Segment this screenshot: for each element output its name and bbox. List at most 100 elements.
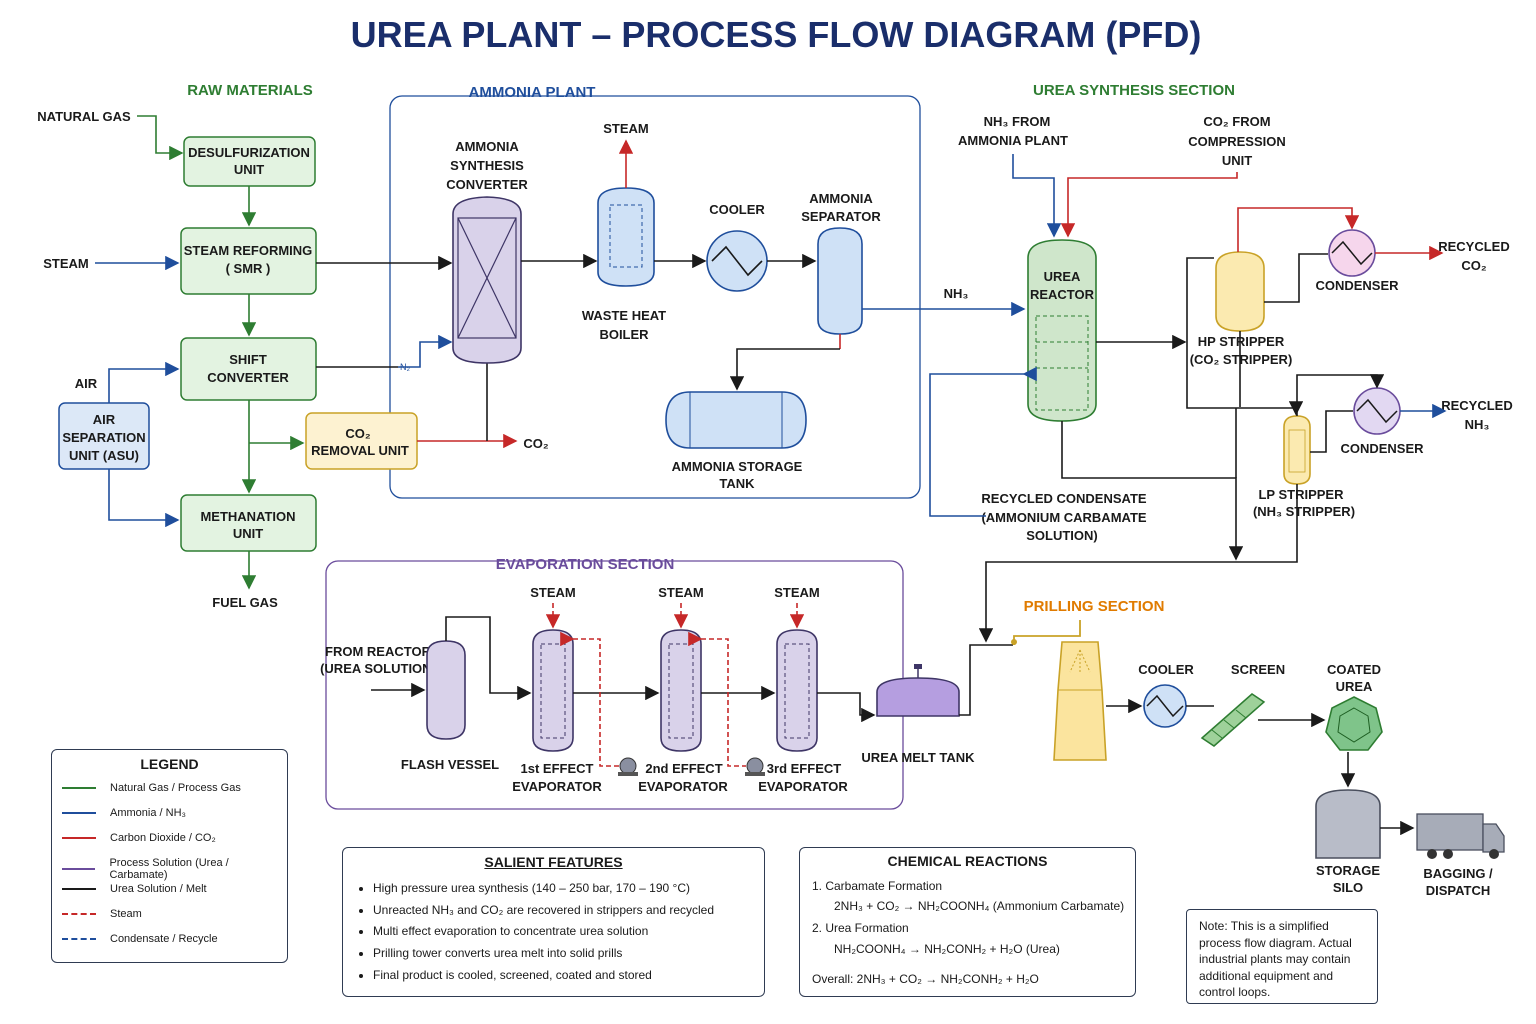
air-separation-unit[interactable]: AIR SEPARATION UNIT (ASU) (58, 402, 150, 470)
legend-swatch (62, 888, 96, 890)
recycled-co2-line1: RECYCLED (1438, 239, 1510, 254)
desulfurization-unit[interactable]: DESULFURIZATION UNIT (183, 136, 316, 187)
silo-line2: SILO (1333, 880, 1363, 895)
evap1-line2: EVAPORATOR (512, 779, 602, 794)
coated-line2: UREA (1336, 679, 1373, 694)
reactions-title: CHEMICAL REACTIONS (887, 853, 1048, 869)
legend-label: Process Solution (Urea / Carbamate) (109, 857, 229, 881)
shift-converter[interactable]: SHIFT CONVERTER (180, 337, 317, 401)
condensate-pump-2[interactable] (745, 757, 765, 776)
co2-removal-line1: CO₂ (345, 426, 371, 441)
synthesis-flows (929, 154, 1447, 643)
prill-cooler[interactable] (1143, 684, 1187, 728)
reactor-line1: UREA (1044, 269, 1081, 284)
hp-stripper-line2: (CO₂ STRIPPER) (1190, 352, 1293, 367)
legend-label: Carbon Dioxide / CO₂ (110, 832, 216, 844)
flash-vessel[interactable] (426, 640, 466, 740)
chemical-reactions-panel: CHEMICAL REACTIONS 1. Carbamate Formatio… (799, 847, 1136, 997)
prill-cooler-label: COOLER (1138, 662, 1194, 677)
evap-steam-2: STEAM (658, 585, 704, 600)
feature-item: Unreacted NH₃ and CO₂ are recovered in s… (373, 900, 764, 922)
natural-gas-label: NATURAL GAS (37, 109, 131, 124)
hp-stripper-line1: HP STRIPPER (1198, 334, 1285, 349)
steam-reforming-unit[interactable]: STEAM REFORMING ( SMR ) (180, 227, 317, 295)
ammonia-synthesis-converter[interactable] (452, 196, 522, 364)
converter-line3: CONVERTER (446, 177, 528, 192)
air-label: AIR (75, 376, 98, 391)
hp-stripper[interactable] (1215, 251, 1265, 332)
whb-line1: WASTE HEAT (582, 308, 666, 323)
truck-icon (1416, 813, 1505, 859)
co2-from-line1: CO₂ FROM (1203, 114, 1270, 129)
nh3-from-line2: AMMONIA PLANT (958, 133, 1068, 148)
feature-item: High pressure urea synthesis (140 – 250 … (373, 878, 764, 900)
bagging-line1: BAGGING / (1423, 866, 1493, 881)
waste-heat-boiler[interactable] (597, 187, 655, 287)
urea-melt-tank-label: UREA MELT TANK (861, 750, 975, 765)
evaporator-1[interactable] (532, 629, 574, 752)
from-reactor-line1: FROM REACTOR (325, 644, 432, 659)
co2-out-label: CO₂ (523, 436, 549, 451)
smr-line1: STEAM REFORMING (184, 243, 313, 258)
note-panel: Note: This is a simplified process flow … (1186, 909, 1378, 1004)
legend-item-co2: Carbon Dioxide / CO₂ (62, 832, 216, 844)
desulfurization-line1: DESULFURIZATION (188, 145, 310, 160)
section-evaporation: EVAPORATION SECTION (496, 556, 675, 573)
legend-item-natural-gas: Natural Gas / Process Gas (62, 782, 241, 794)
legend-item-urea-solution: Urea Solution / Melt (62, 883, 207, 895)
ammonia-storage-tank[interactable] (665, 391, 807, 449)
condenser-nh3[interactable] (1353, 387, 1401, 435)
recycled-condensate-line3: SOLUTION) (1026, 528, 1098, 543)
evap3-line1: 3rd EFFECT (767, 761, 841, 776)
condenser1-label: CONDENSER (1315, 278, 1399, 293)
feature-item: Prilling tower converts urea melt into s… (373, 943, 764, 965)
reaction-1-title: 1. Carbamate Formation (812, 879, 943, 893)
prilling-tower[interactable] (1011, 620, 1107, 761)
features-title: SALIENT FEATURES (484, 854, 623, 870)
asu-line2: SEPARATION (62, 430, 145, 445)
condenser-co2[interactable] (1328, 229, 1376, 277)
converter-line1: AMMONIA (455, 139, 519, 154)
co2-from-line3: UNIT (1222, 153, 1252, 168)
section-raw-materials: RAW MATERIALS (187, 82, 313, 99)
lp-stripper[interactable] (1283, 415, 1311, 485)
asu-line1: AIR (93, 412, 116, 427)
lp-stripper-line2: (NH₃ STRIPPER) (1253, 504, 1355, 519)
ammonia-cooler[interactable] (706, 230, 768, 292)
urea-reactor[interactable] (1027, 239, 1097, 422)
legend-item-condensate: Condensate / Recycle (62, 933, 218, 945)
asu-line3: UNIT (ASU) (69, 448, 139, 463)
note-text: Note: This is a simplified process flow … (1199, 919, 1352, 999)
ammonia-plant-frame (389, 95, 921, 499)
co2-removal-unit[interactable]: CO₂ REMOVAL UNIT (305, 412, 418, 470)
reaction-1-equation: 2NH₃ + CO₂ → NH₂COONH₄ (Ammonium Carbama… (834, 899, 1125, 913)
section-urea-synthesis: UREA SYNTHESIS SECTION (1033, 82, 1235, 99)
legend-swatch (62, 837, 96, 839)
evap2-line1: 2nd EFFECT (645, 761, 722, 776)
legend-item-ammonia: Ammonia / NH₃ (62, 807, 186, 819)
evaporator-2[interactable] (660, 629, 702, 752)
methanation-unit[interactable]: METHANATION UNIT (180, 494, 317, 552)
coater-drum[interactable] (1325, 696, 1383, 751)
urea-melt-tank[interactable] (876, 664, 960, 717)
legend-swatch (62, 787, 96, 789)
screen[interactable] (1200, 693, 1266, 747)
smr-line2: ( SMR ) (226, 261, 271, 276)
methanation-line2: UNIT (233, 526, 263, 541)
legend-item-process-solution: Process Solution (Urea / Carbamate) (62, 857, 287, 881)
evap-steam-3: STEAM (774, 585, 820, 600)
storage-silo[interactable] (1315, 789, 1381, 859)
storage-line1: AMMONIA STORAGE (672, 459, 803, 474)
legend-label: Urea Solution / Melt (110, 883, 207, 895)
co2-from-line2: COMPRESSION (1188, 134, 1286, 149)
ammonia-separator[interactable] (817, 227, 863, 335)
shift-line1: SHIFT (229, 352, 267, 367)
condensate-pump-1[interactable] (618, 757, 638, 776)
evaporator-3[interactable] (776, 629, 818, 752)
evap2-line2: EVAPORATOR (638, 779, 728, 794)
methanation-line1: METHANATION (200, 509, 295, 524)
legend-swatch (62, 868, 96, 870)
bagging-line2: DISPATCH (1426, 883, 1491, 898)
whb-line2: BOILER (599, 327, 649, 342)
